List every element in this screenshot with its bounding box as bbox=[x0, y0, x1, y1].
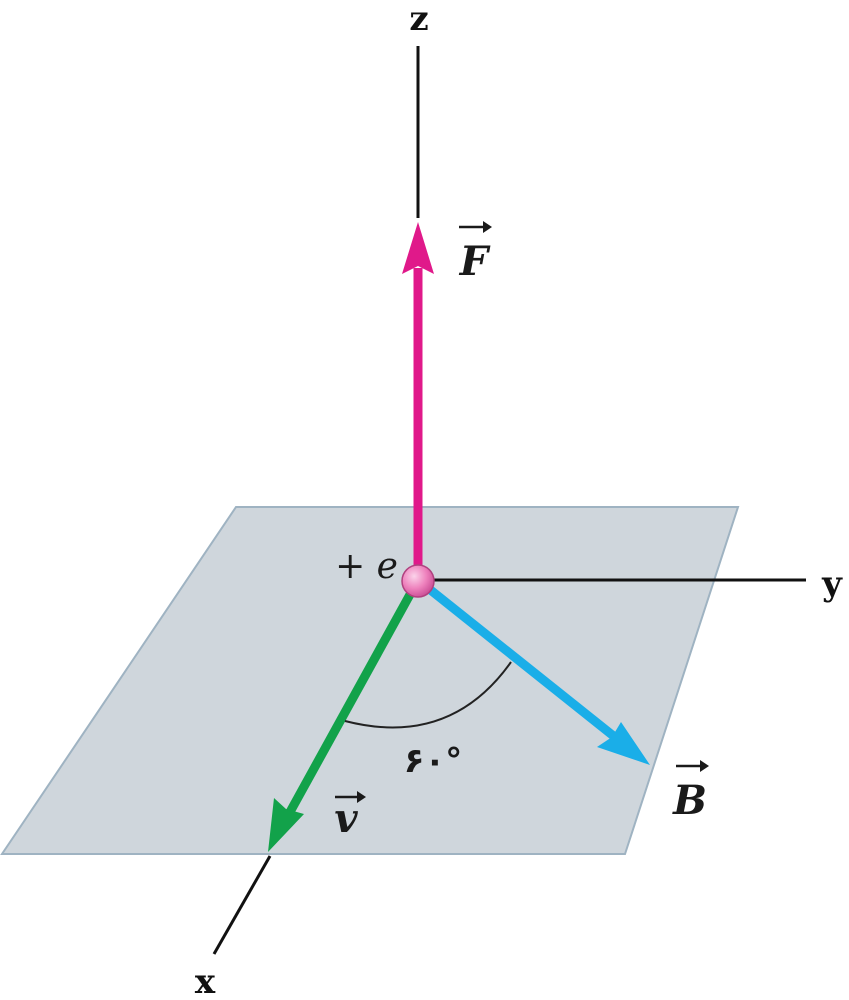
velocity-vector-shaft bbox=[286, 577, 422, 815]
overline-arrow-icon bbox=[676, 760, 709, 772]
field-vector bbox=[415, 576, 650, 765]
velocity-vector-arrowhead bbox=[268, 798, 304, 852]
field-vector-label: B bbox=[672, 760, 709, 824]
force-vector bbox=[402, 222, 434, 580]
z-axis-label: z bbox=[409, 0, 428, 39]
velocity-vector-label-text: v bbox=[334, 795, 358, 842]
overline-arrow-icon bbox=[459, 221, 492, 233]
x-axis bbox=[212, 855, 272, 955]
field-vector-arrowhead bbox=[597, 722, 650, 765]
force-vector-arrowhead bbox=[402, 222, 434, 274]
field-vector-label-text: B bbox=[672, 777, 707, 824]
velocity-vector bbox=[268, 577, 422, 852]
charge-particle bbox=[401, 564, 435, 598]
charge-label: + e bbox=[335, 546, 398, 587]
angle-label: ۶۰° bbox=[404, 741, 463, 781]
y-axis-label: y bbox=[821, 564, 843, 604]
angle-arc bbox=[344, 661, 512, 729]
xy-plane bbox=[0, 506, 740, 855]
force-vector-label: F bbox=[459, 221, 492, 285]
field-vector-shaft bbox=[415, 576, 619, 742]
overline-arrow-icon bbox=[335, 791, 366, 803]
x-axis-label: x bbox=[195, 962, 216, 1000]
force-vector-label-text: F bbox=[459, 238, 491, 285]
velocity-vector-label: v bbox=[334, 791, 366, 842]
